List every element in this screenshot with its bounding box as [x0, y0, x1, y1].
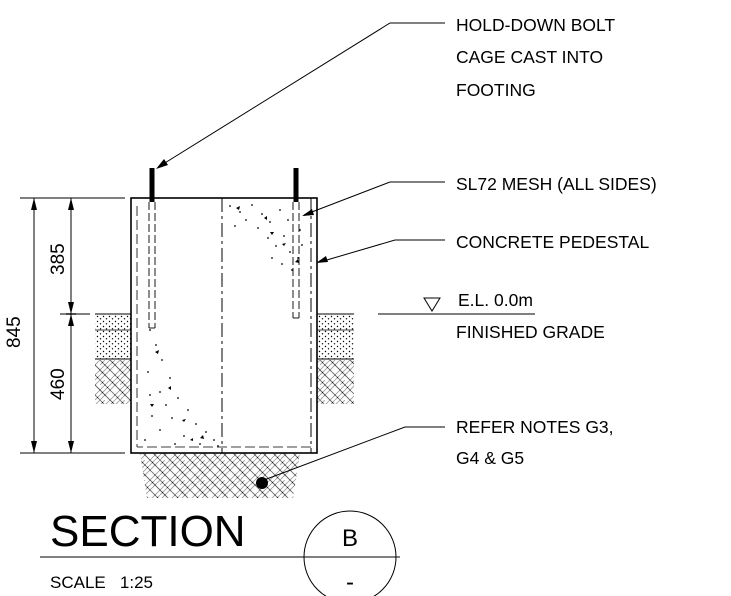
note-grade: FINISHED GRADE [456, 322, 605, 342]
note-refer-line1: REFER NOTES G3, [456, 417, 614, 437]
leader-arrows [156, 159, 328, 263]
concrete-pedestal [130, 197, 318, 454]
note-bolt-line2: CAGE CAST INTO [456, 47, 603, 67]
note-mesh: SL72 MESH (ALL SIDES) [456, 174, 657, 194]
section-bubble [303, 510, 397, 596]
dimension-lower: 460 [48, 368, 69, 400]
bubble-sheet: - [346, 569, 354, 596]
dimension-total: 845 [4, 316, 25, 348]
reference-dot [256, 477, 268, 489]
note-bolt-line1: HOLD-DOWN BOLT [456, 15, 615, 35]
leader-lines [159, 22, 535, 481]
note-bolt-line3: FOOTING [456, 80, 536, 100]
dimension-upper: 385 [48, 243, 69, 275]
ground-right [317, 313, 354, 404]
note-refer-line2: G4 & G5 [456, 448, 524, 468]
hold-down-bolt-right [292, 168, 300, 319]
bubble-letter: B [342, 525, 358, 552]
ground-left [95, 313, 131, 404]
note-pedestal: CONCRETE PEDESTAL [456, 232, 649, 252]
scale-label: SCALE 1:25 [50, 573, 153, 592]
section-title: SECTION [50, 507, 246, 556]
elevation-marker-icon [423, 297, 441, 312]
hold-down-bolt-left [148, 168, 156, 329]
concrete-speckle [144, 204, 306, 447]
dimension-arrows [31, 198, 74, 453]
note-elevation: E.L. 0.0m [458, 290, 533, 310]
